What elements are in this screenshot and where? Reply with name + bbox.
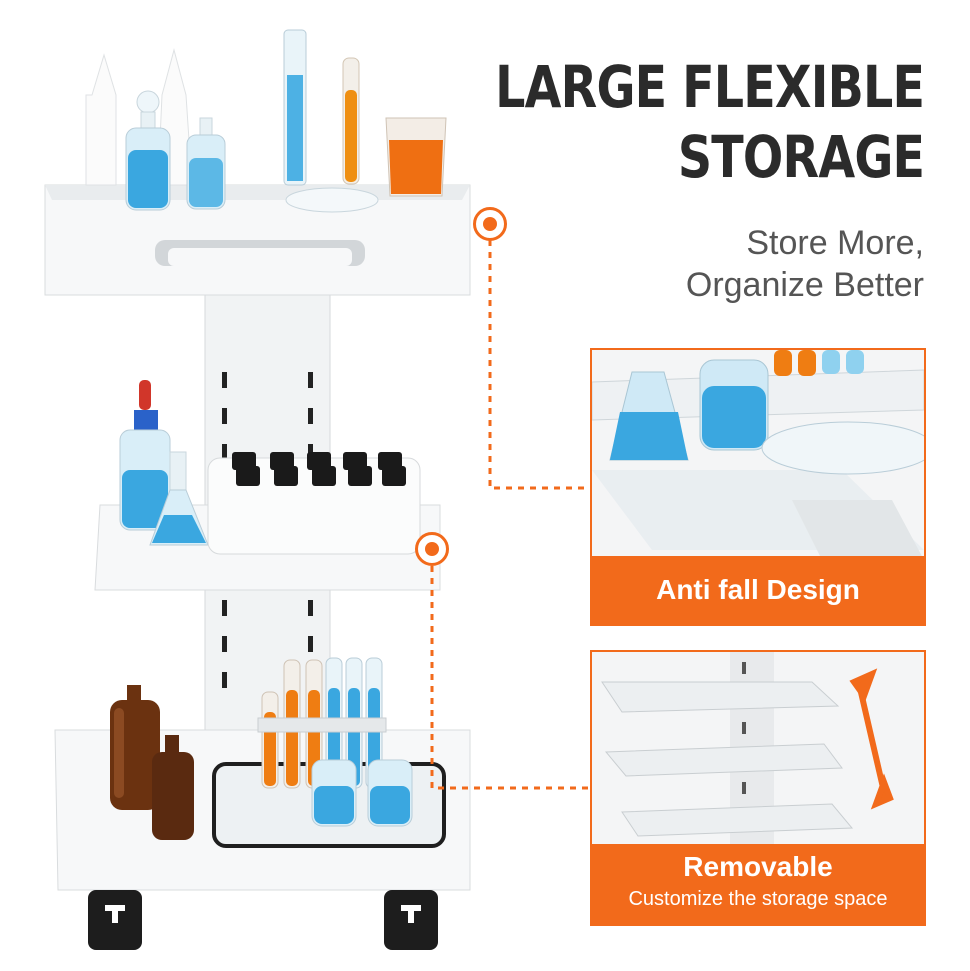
casters	[88, 890, 438, 950]
callout-dot-middle	[415, 532, 449, 566]
anti-fall-photo	[592, 350, 924, 560]
removable-label: Removable Customize the storage space	[592, 844, 924, 924]
removable-subtitle: Customize the storage space	[628, 888, 888, 910]
feature-panel-anti-fall: Anti fall Design	[590, 348, 926, 626]
reagent-bottle-blue	[125, 90, 171, 211]
blue-bottles-tray	[311, 759, 413, 827]
subheadline-line-1: Store More,	[746, 224, 924, 262]
storage-box	[207, 452, 421, 555]
subheadline-line-2: Organize Better	[685, 266, 924, 304]
petri-dish	[285, 187, 379, 213]
test-tube-rack	[257, 657, 387, 789]
feature-panel-removable: Removable Customize the storage space	[590, 650, 926, 926]
double-arrow-icon	[849, 668, 894, 810]
headline: LARGE FLEXIBLE STORAGE	[494, 52, 925, 192]
callout-dot-top	[473, 207, 507, 241]
amber-bottles	[110, 685, 194, 840]
dropper-bottle-blue	[186, 117, 226, 210]
removable-title: Removable	[683, 851, 833, 882]
cart-illustration	[44, 29, 590, 950]
connector-lines	[430, 240, 590, 790]
dropper-bottle-middle	[119, 380, 171, 531]
subheadline: Store More, Organize Better	[686, 222, 924, 306]
anti-fall-label: Anti fall Design	[592, 556, 924, 624]
headline-line-2: STORAGE	[677, 123, 925, 191]
removable-photo	[592, 652, 924, 848]
erlenmeyer-flask	[149, 451, 209, 546]
beaker-orange	[385, 117, 447, 197]
graduated-cylinder-blue	[283, 29, 307, 186]
headline-line-1: LARGE FLEXIBLE	[494, 53, 925, 121]
test-tube-orange	[342, 57, 360, 185]
